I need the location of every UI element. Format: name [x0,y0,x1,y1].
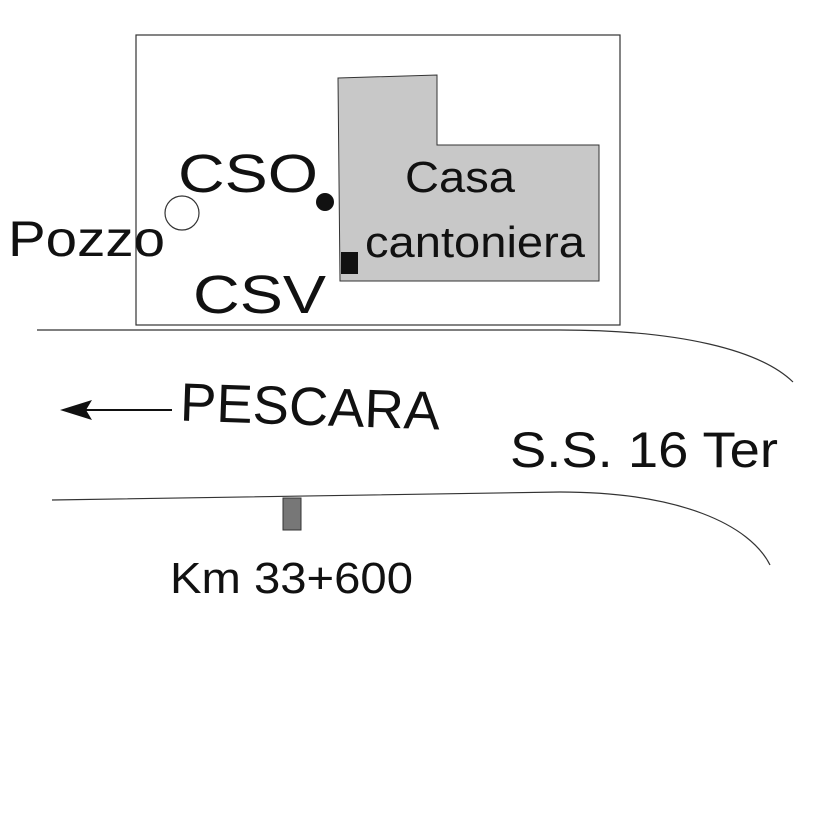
road-edge-top [37,329,794,383]
kilometer-marker [282,497,302,531]
road-name-label: S.S. 16 Ter [510,422,778,478]
direction-label: PESCARA [179,372,441,441]
building-label-line2: cantoniera [365,218,586,267]
kilometer-label: Km 33+600 [170,554,413,603]
well-icon [164,195,200,231]
csv-label: CSV [193,265,326,325]
well-label: Pozzo [8,211,165,267]
csv-point-icon [341,252,358,274]
building-label-line1: Casa [405,153,516,202]
arrow-left-icon [60,400,92,420]
cso-point-icon [316,193,334,211]
cso-label: CSO [178,144,318,204]
casa-cantoniera-building [337,74,600,282]
property-boundary [135,34,621,326]
road-edge-bottom [51,491,771,566]
